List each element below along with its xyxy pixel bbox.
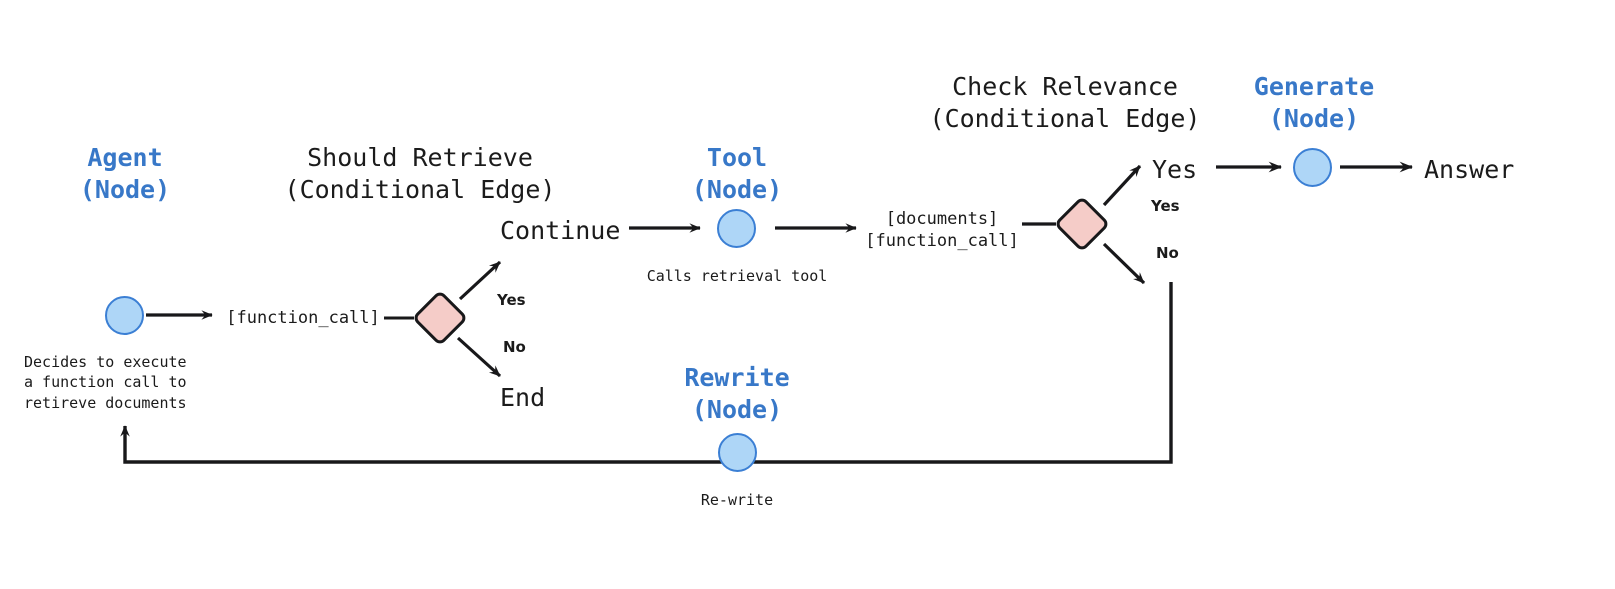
branch-label-retrieve-yes: Yes bbox=[497, 291, 526, 309]
section-title-agent: Agent(Node) bbox=[79, 143, 171, 204]
payload-tool-output: [documents] [function_call] bbox=[865, 209, 1019, 251]
route-continue: Continue bbox=[500, 216, 621, 245]
section-title-rewrite: Rewrite(Node) bbox=[684, 363, 790, 424]
section-title-should-retrieve: Should Retrieve(Conditional Edge) bbox=[284, 143, 556, 204]
caption-rewrite: Re-write bbox=[700, 491, 774, 509]
section-title-tool: Tool(Node) bbox=[691, 143, 783, 204]
edge-retrieve-no bbox=[456, 336, 502, 378]
route-answer: Answer bbox=[1424, 155, 1515, 184]
caption-tool: Calls retrieval tool bbox=[646, 267, 828, 285]
node-agent[interactable] bbox=[105, 296, 144, 335]
node-tool[interactable] bbox=[717, 209, 756, 248]
section-title-check-relevance: Check Relevance(Conditional Edge) bbox=[929, 72, 1201, 133]
payload-agent-output: [function_call] bbox=[226, 308, 380, 328]
edge-retrieve-yes bbox=[458, 260, 502, 301]
caption-agent: Decides to execute a function call to re… bbox=[24, 353, 187, 412]
route-end: End bbox=[500, 383, 546, 412]
route-yes-relevant: Yes bbox=[1152, 155, 1198, 184]
edge-relevance-yes bbox=[1102, 164, 1142, 207]
node-generate[interactable] bbox=[1293, 148, 1332, 187]
node-rewrite[interactable] bbox=[718, 433, 757, 472]
branch-label-retrieve-no: No bbox=[503, 338, 526, 356]
section-title-generate: Generate(Node) bbox=[1253, 72, 1375, 133]
branch-label-relevance-yes: Yes bbox=[1151, 197, 1180, 215]
edge-feedback-loop-to-agent bbox=[120, 282, 1173, 464]
branch-label-relevance-no: No bbox=[1156, 244, 1179, 262]
edge-relevance-no bbox=[1102, 242, 1146, 285]
